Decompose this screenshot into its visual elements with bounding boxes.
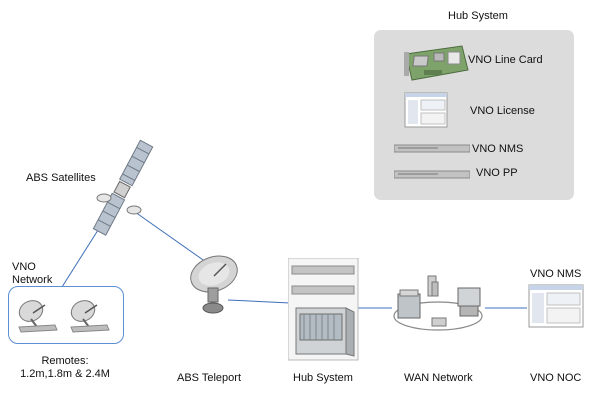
hub-system-label: Hub System bbox=[293, 372, 353, 384]
vno-network-label-line2: Network bbox=[12, 274, 53, 286]
nms-screen-icon bbox=[528, 284, 584, 328]
hub-panel-title: Hub System bbox=[448, 10, 508, 22]
satellites-label: ABS Satellites bbox=[26, 172, 96, 184]
teleport-label: ABS Teleport bbox=[177, 372, 242, 384]
remote-dish-icon bbox=[70, 300, 110, 333]
hub-item-nms: VNO NMS bbox=[472, 143, 524, 155]
noc-nms-label: VNO NMS bbox=[530, 268, 582, 280]
satellite-icon bbox=[92, 139, 154, 236]
hub-item-line-card: VNO Line Card bbox=[468, 54, 543, 66]
pp-server-icon bbox=[394, 170, 470, 179]
hub-rack-icon bbox=[288, 258, 359, 361]
link-teleport-hub bbox=[227, 299, 291, 304]
nms-server-icon bbox=[394, 144, 470, 153]
line-card-icon bbox=[404, 45, 469, 81]
teleport-antenna-icon bbox=[190, 255, 238, 314]
link-satellite-teleport bbox=[134, 211, 207, 263]
remote-dish-icon bbox=[18, 300, 58, 333]
hub-item-pp: VNO PP bbox=[476, 167, 518, 179]
remotes-label-line1: Remotes: bbox=[41, 355, 89, 367]
vno-network-label-line1: VNO bbox=[12, 261, 36, 273]
hub-item-license: VNO License bbox=[470, 105, 535, 117]
vno-network-box bbox=[8, 286, 124, 344]
vno-noc-label: VNO NOC bbox=[530, 372, 582, 384]
wan-network-label: WAN Network bbox=[404, 372, 473, 384]
remotes-label-line2: 1.2m,1.8m & 2.4M bbox=[20, 368, 110, 380]
license-screen-icon bbox=[404, 92, 448, 128]
hub-system-panel: VNO Line Card VNO License VNO NMS VNO PP bbox=[374, 30, 574, 200]
wan-network-icon bbox=[393, 275, 483, 331]
